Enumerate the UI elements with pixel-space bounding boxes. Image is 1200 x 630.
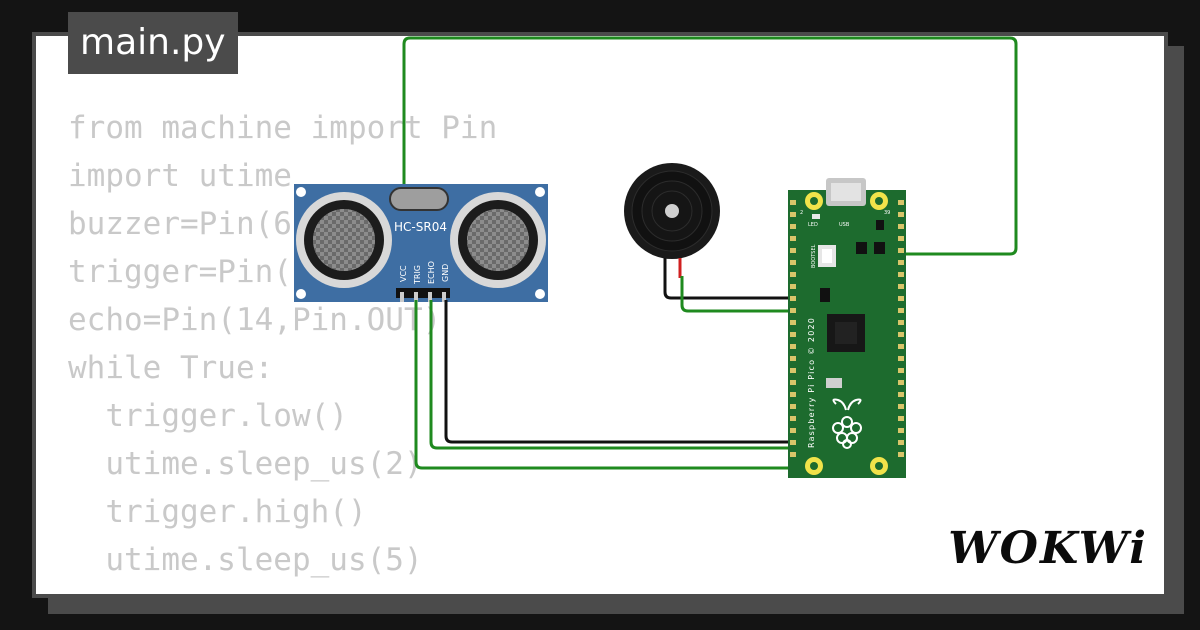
code-line: import utime xyxy=(68,158,292,194)
wokwi-logo: WOKWi xyxy=(948,523,1148,574)
code-line: trigger=Pin( xyxy=(68,254,292,290)
code-line: while True: xyxy=(68,350,274,386)
pico-bootsel-label: BOOTSEL xyxy=(811,244,817,268)
code-line: echo=Pin(14,Pin.OUT) xyxy=(68,302,442,338)
wire-buzzer-gnd xyxy=(663,276,796,300)
pico-left-pins xyxy=(790,200,796,457)
pico-pin-last: 39 xyxy=(884,210,890,216)
code-preview: from machine import Pin import utime buzze… xyxy=(68,104,498,594)
code-line: from machine import Pin xyxy=(68,110,498,146)
sensor-pin-vcc: VCC xyxy=(399,265,408,282)
pico-led-label: LED xyxy=(808,222,818,228)
pico-right-pins xyxy=(898,200,904,457)
wire-trig xyxy=(414,300,796,470)
pico-pin-first: 2 xyxy=(800,210,803,216)
wire-vcc xyxy=(402,36,1018,290)
sensor-label: HC-SR04 xyxy=(394,220,447,234)
code-line: trigger.high() xyxy=(68,494,367,530)
code-line: buzzer=Pin(6 xyxy=(68,206,292,242)
raspberry-logo-icon xyxy=(832,398,862,449)
preview-card[interactable]: from machine import Pin import utime buzze… xyxy=(32,32,1168,598)
sensor-pin-echo: ECHO xyxy=(427,261,436,284)
code-line: utime.sleep_us(5) xyxy=(68,542,423,578)
pico-usb-label: USB xyxy=(839,222,850,228)
wire-buzzer-signal xyxy=(680,276,796,313)
code-line: trigger.low() xyxy=(68,398,348,434)
wire-echo xyxy=(429,300,796,450)
ultrasonic-sensor[interactable]: HC-SR04 VCC TRIG ECHO GND xyxy=(294,184,548,302)
sensor-pin-trig: TRIG xyxy=(413,265,422,285)
code-line: trigger.low() xyxy=(68,584,497,594)
code-line: utime.sleep_us(2) xyxy=(68,446,423,482)
pico-board-label: Raspberry Pi Pico © 2020 xyxy=(807,317,816,448)
sensor-pin-gnd: GND xyxy=(441,264,450,282)
raspberry-pi-pico[interactable]: 2 39 LED USB BOOTSEL Raspberry Pi Pico ©… xyxy=(788,178,906,478)
wire-gnd xyxy=(444,300,796,444)
buzzer[interactable] xyxy=(624,163,720,278)
file-tab[interactable]: main.py xyxy=(68,12,238,74)
